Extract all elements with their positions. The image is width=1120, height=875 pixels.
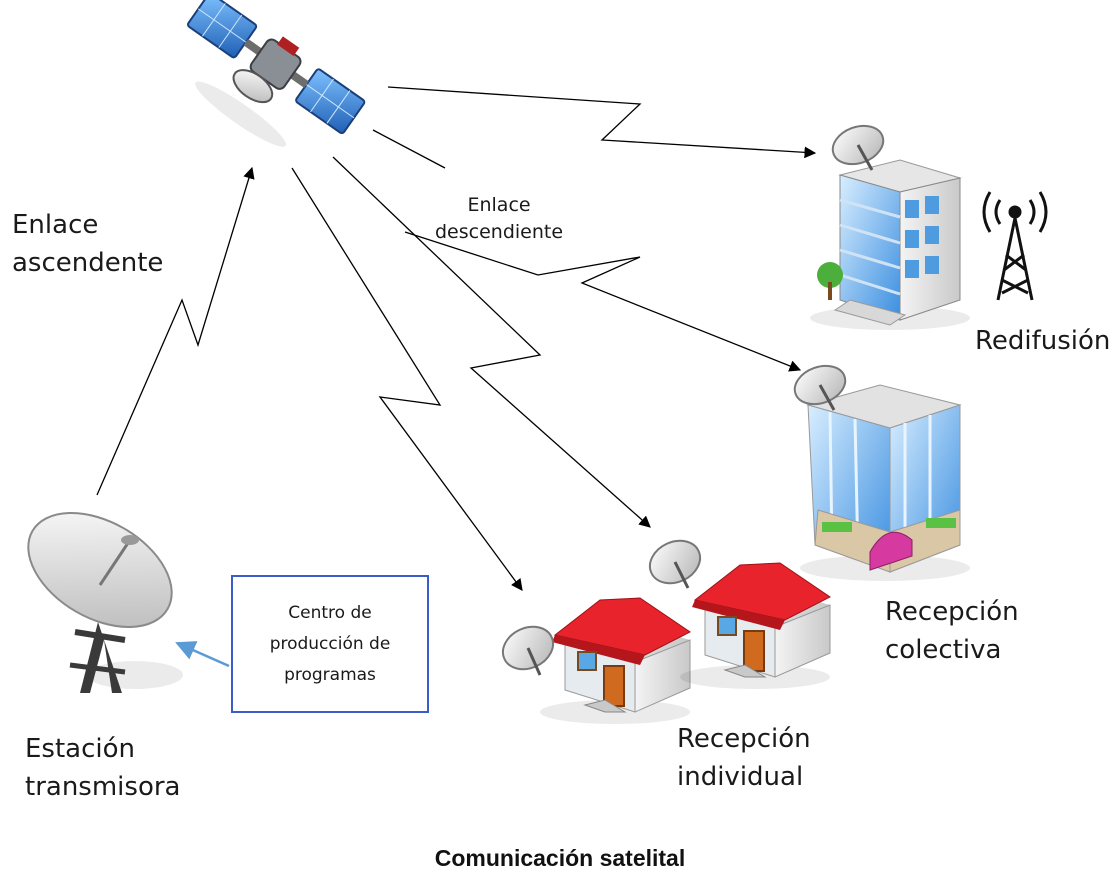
- individual-reception-label: Recepción individual: [677, 720, 811, 796]
- diagram-caption: Comunicación satelital: [434, 845, 686, 871]
- broadcast-tower-icon: [982, 191, 1048, 301]
- downlink-arrow-house-2: [332, 156, 651, 528]
- individual-reception-line-1: Recepción: [677, 724, 811, 754]
- broadcast-label: Redifusión: [975, 322, 1110, 360]
- production-center-line-1: Centro de: [288, 602, 372, 623]
- collective-reception-line-2: colectiva: [885, 635, 1002, 665]
- downlink-arrow-collective: [372, 129, 802, 372]
- downlink-label-line-2: descendiente: [435, 221, 564, 243]
- uplink-label-line-1: Enlace: [12, 210, 99, 240]
- satellite-dish-icon: [27, 512, 183, 693]
- collective-reception-line-1: Recepción: [885, 597, 1019, 627]
- individual-reception-line-2: individual: [677, 762, 804, 792]
- feed-arrow: [175, 641, 230, 668]
- production-center-line-3: programas: [284, 664, 376, 685]
- transmitting-station-line-2: transmisora: [25, 772, 181, 802]
- collective-reception-label: Recepción colectiva: [885, 593, 1019, 669]
- downlink-label-line-1: Enlace: [467, 194, 531, 216]
- house-icon: [501, 597, 691, 724]
- downlink-arrow-house-1: [291, 167, 523, 591]
- office-building-icon: [810, 124, 970, 330]
- uplink-arrow: [96, 166, 255, 496]
- transmitting-station-line-1: Estación: [25, 734, 136, 764]
- uplink-label-line-2: ascendente: [12, 248, 164, 278]
- uplink-label: Enlace ascendente: [12, 206, 163, 282]
- apartment-building-icon: [793, 364, 970, 581]
- house-icon: [648, 539, 831, 689]
- downlink-arrow-redifusion: [387, 86, 817, 159]
- downlink-label: Enlace descendiente: [435, 192, 563, 246]
- production-center-line-2: producción de: [269, 633, 391, 654]
- production-center-box: Centro de producción de programas: [231, 575, 429, 713]
- broadcast-label-text: Redifusión: [975, 326, 1111, 356]
- transmitting-station-label: Estación transmisora: [25, 730, 180, 806]
- satellite-icon: [187, 0, 366, 147]
